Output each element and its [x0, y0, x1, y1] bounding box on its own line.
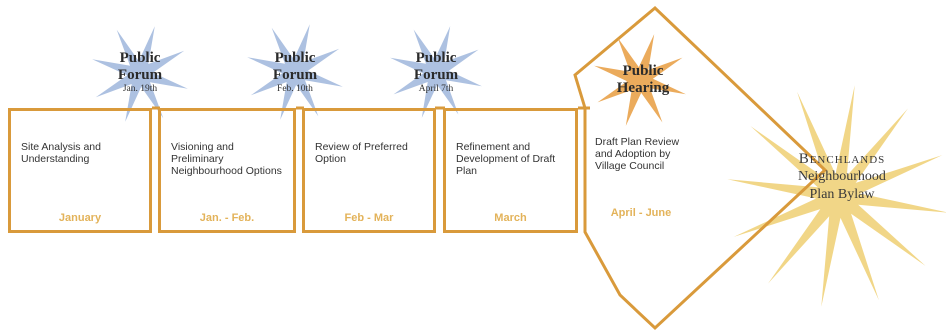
stage-box-2: Visioning and Preliminary Neighbourhood …	[158, 108, 296, 233]
stage-description: Draft Plan Review and Adoption by Villag…	[595, 136, 680, 172]
event-label-4: Public Hearing	[583, 63, 703, 97]
stage-period: January	[58, 212, 102, 224]
event-date: Jan. 19th	[122, 84, 158, 94]
stage-description: Site Analysis and Understanding	[21, 141, 101, 165]
event-title: Forum	[413, 67, 459, 83]
event-label-1: Public Forum Jan. 19th	[80, 50, 200, 95]
final-arrow-outline	[573, 5, 828, 331]
stage-box-3: Review of Preferred Option Feb - Mar	[302, 108, 436, 233]
stage-box-1: Site Analysis and Understanding January	[8, 108, 152, 233]
final-title: Benchlands	[798, 151, 886, 167]
stage-period: April - June	[610, 207, 672, 219]
final-burst-icon	[727, 85, 946, 307]
stage-box-4: Refinement and Development of Draft Plan…	[443, 108, 578, 233]
event-title: Hearing	[616, 80, 670, 96]
stage-description: Visioning and Preliminary Neighbourhood …	[171, 141, 282, 177]
event-label-3: Public Forum April 7th	[376, 50, 496, 95]
event-date: April 7th	[418, 84, 454, 94]
final-burst-shape	[727, 85, 946, 307]
event-title: Forum	[272, 67, 318, 83]
forum-burst-icon	[247, 24, 343, 120]
stage-period: Jan. - Feb.	[199, 212, 255, 224]
stage-description: Refinement and Development of Draft Plan	[456, 141, 556, 177]
final-plan-label: Benchlands Neighbourhood Plan Bylaw	[752, 150, 932, 204]
hearing-burst-icon	[594, 34, 686, 126]
event-title: Forum	[117, 67, 163, 83]
event-date: Feb. 10th	[277, 84, 313, 94]
stage-period: March	[494, 212, 527, 224]
stage-period: Feb - Mar	[344, 212, 394, 224]
stage-description: Review of Preferred Option	[315, 141, 408, 165]
forum-burst-icon	[390, 26, 482, 118]
event-title: Public	[415, 50, 457, 66]
event-title: Public	[119, 50, 161, 66]
stage-box-5: Draft Plan Review and Adoption by Villag…	[585, 108, 697, 233]
event-title: Public	[622, 63, 664, 79]
final-subtitle: Neighbourhood	[798, 169, 886, 184]
forum-burst-icon	[92, 26, 188, 122]
final-subtitle: Plan Bylaw	[809, 187, 875, 202]
event-label-2: Public Forum Feb. 10th	[235, 50, 355, 95]
event-title: Public	[274, 50, 316, 66]
